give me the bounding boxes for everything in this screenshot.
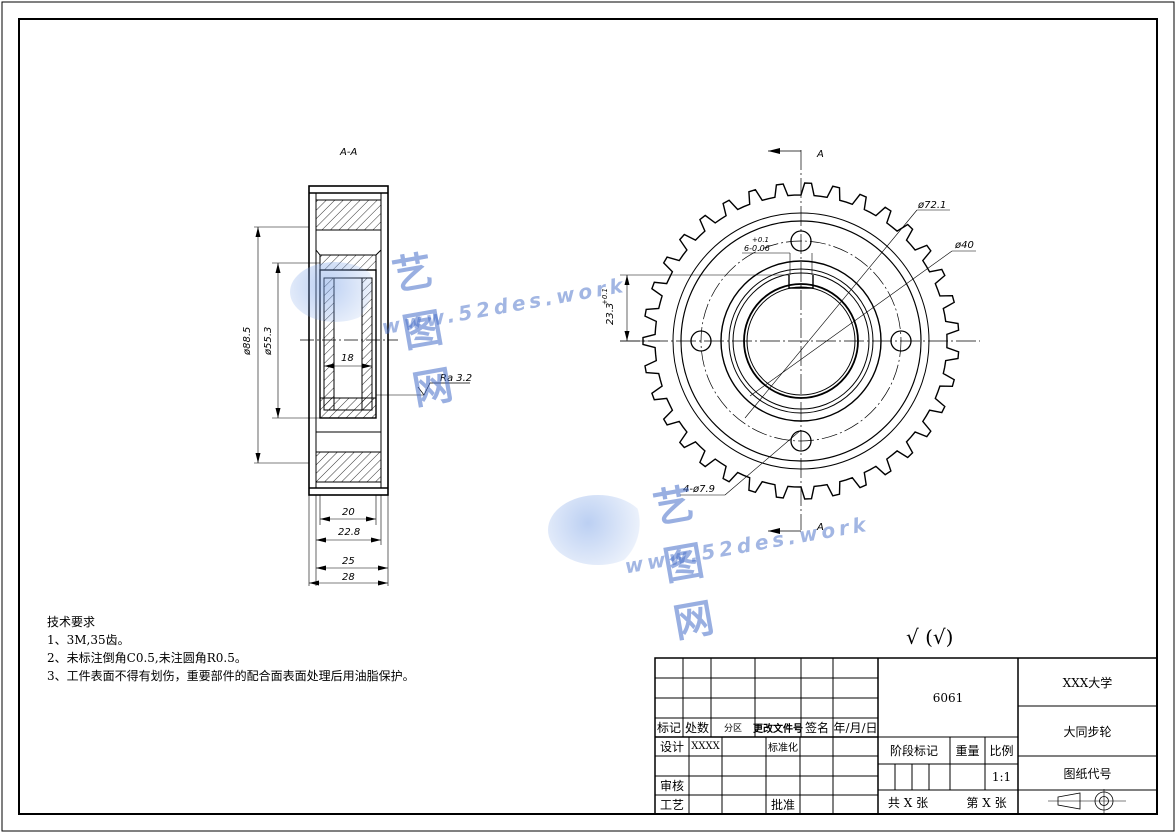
dim-w20: 20 xyxy=(342,507,355,518)
dim-od-bore: ø55.3 xyxy=(263,327,274,356)
tb-total-sheets: 共 X 张 xyxy=(887,795,929,810)
tb-sheet-no: 第 X 张 xyxy=(966,795,1007,810)
dim-width-18: 18 xyxy=(341,353,354,364)
surface-finish-symbol: √ (√) xyxy=(906,625,953,649)
tb-count: 处数 xyxy=(684,721,709,735)
cut-label-bottom: A xyxy=(816,522,824,533)
inner-frame xyxy=(18,18,1158,815)
dim-d72: ø72.1 xyxy=(917,200,946,211)
technical-requirements: 技术要求 1、3M,35齿。 2、未标注倒角C0.5,未注圆角R0.5。 3、工… xyxy=(47,613,415,685)
tb-date: 年/月/日 xyxy=(833,721,878,735)
front-view xyxy=(620,148,980,534)
tb-standard: 标准化 xyxy=(768,743,798,754)
dim-holes: 4-ø7.9 xyxy=(683,484,715,495)
note-item: 2、未标注倒角C0.5,未注圆角R0.5。 xyxy=(47,651,247,665)
dim-key-width-tol: +0.1 xyxy=(752,236,769,244)
dim-key-depth: 23.3 xyxy=(605,303,616,325)
dim-d40: ø40 xyxy=(954,240,974,251)
tb-weight: 重量 xyxy=(955,744,980,758)
tb-review: 审核 xyxy=(659,779,684,793)
dim-od-tooth: ø88.5 xyxy=(242,327,253,356)
projection-symbol-icon xyxy=(1045,790,1135,814)
dim-key-width: 6-0.06 xyxy=(744,244,770,253)
tb-doc-no: 更改文件号 xyxy=(753,724,803,735)
note-item: 1、3M,35齿。 xyxy=(47,633,130,647)
tb-approve: 批准 xyxy=(770,798,795,812)
tb-process: 工艺 xyxy=(659,798,684,812)
section-dim-texts: ø88.5 ø55.3 18 Ra 3.2 20 22.8 25 28 xyxy=(242,327,472,583)
tb-drawing-no: 图纸代号 xyxy=(1063,766,1112,781)
title-block-lines xyxy=(654,657,1158,815)
dim-roughness: Ra 3.2 xyxy=(440,373,472,384)
cut-label-top: A xyxy=(816,149,824,160)
tb-design: 设计 xyxy=(659,740,684,754)
tb-designer: XXXX xyxy=(691,741,720,752)
note-item: 3、工件表面不得有划伤，重要部件的配合面表面处理后用油脂保护。 xyxy=(47,669,415,683)
tb-material: 6061 xyxy=(932,690,964,705)
tb-school: XXX大学 xyxy=(1062,675,1113,690)
tb-mark: 标记 xyxy=(656,721,681,735)
tb-part-name: 大同步轮 xyxy=(1063,724,1112,739)
tb-sign: 签名 xyxy=(804,721,829,735)
dim-w25: 25 xyxy=(342,556,355,567)
dim-w22-8: 22.8 xyxy=(338,527,360,538)
notes-title: 技术要求 xyxy=(47,615,96,629)
tb-stage: 阶段标记 xyxy=(889,744,938,758)
dim-key-depth-tol: +0.1 xyxy=(601,288,609,305)
dim-w28: 28 xyxy=(342,572,355,583)
tb-zone: 分区 xyxy=(723,724,742,734)
section-label: A-A xyxy=(339,147,357,158)
front-dim-texts: A A ø72.1 ø40 6-0.06 +0.1 23.3 +0.1 4-ø7… xyxy=(601,149,974,533)
tb-scale: 1:1 xyxy=(991,770,1012,784)
tb-scale-label: 比例 xyxy=(989,744,1014,758)
